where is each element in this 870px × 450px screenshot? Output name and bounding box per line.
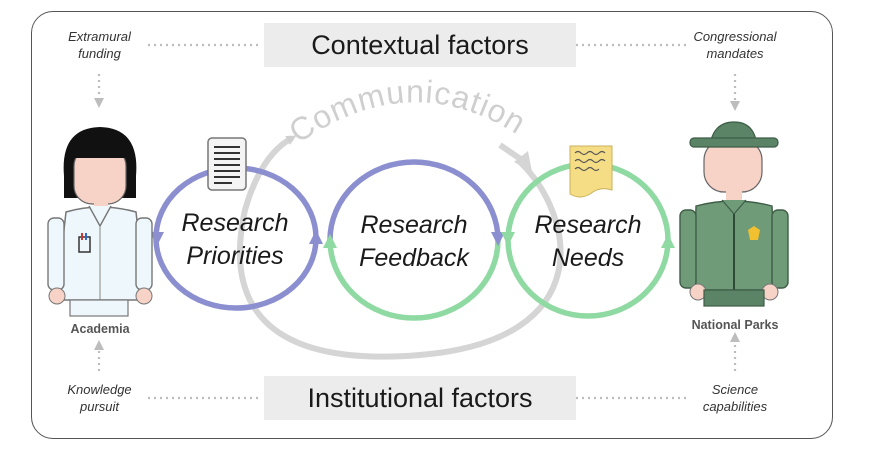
arrowhead [323,234,337,248]
institutional-factors-banner: Institutional factors [264,376,576,420]
note-line: Congressional [693,29,777,44]
note-knowledge-pursuit: Knowledge pursuit [42,381,157,415]
contextual-factors-banner: Contextual factors [264,23,576,67]
academia-label: Academia [70,322,130,336]
note-line: pursuit [79,399,120,414]
arrowhead [501,232,515,246]
research-needs-label: Research Needs [512,209,664,275]
note-extramural-funding: Extramural funding [42,28,157,62]
arrowhead [491,232,505,246]
loop-label-line: Research [181,209,289,237]
communication-arc [236,135,564,360]
note-line: Knowledge [67,382,132,397]
contextual-factors-label: Contextual factors [311,29,529,60]
loop-label-line: Needs [551,244,625,272]
note-line: mandates [706,46,764,61]
note-line: Science [711,382,759,397]
loop-label-line: Research [360,211,468,239]
arrowhead [661,234,675,248]
national-parks-label: National Parks [691,318,779,332]
communication-label: Communication [282,73,532,149]
note-icon [569,145,613,198]
park-ranger-icon [679,121,789,307]
note-line: capabilities [702,399,768,414]
loop-research-feedback [327,159,501,321]
loop-label-line: Research [534,211,642,239]
institutional-factors-label: Institutional factors [307,382,533,413]
research-feedback-label: Research Feedback [336,209,492,275]
arrowhead [150,232,164,246]
loop-label-line: Priorities [186,242,284,270]
note-line: funding [78,46,121,61]
document-icon [207,137,247,191]
note-congressional-mandates: Congressional mandates [676,28,794,62]
loop-label-line: Feedback [359,244,469,272]
scientist-icon [47,127,153,317]
note-line: Extramural [68,29,131,44]
note-science-capabilities: Science capabilities [676,381,794,415]
dotted-connectors [94,43,740,400]
research-priorities-label: Research Priorities [160,207,310,273]
arrowhead [309,230,323,244]
